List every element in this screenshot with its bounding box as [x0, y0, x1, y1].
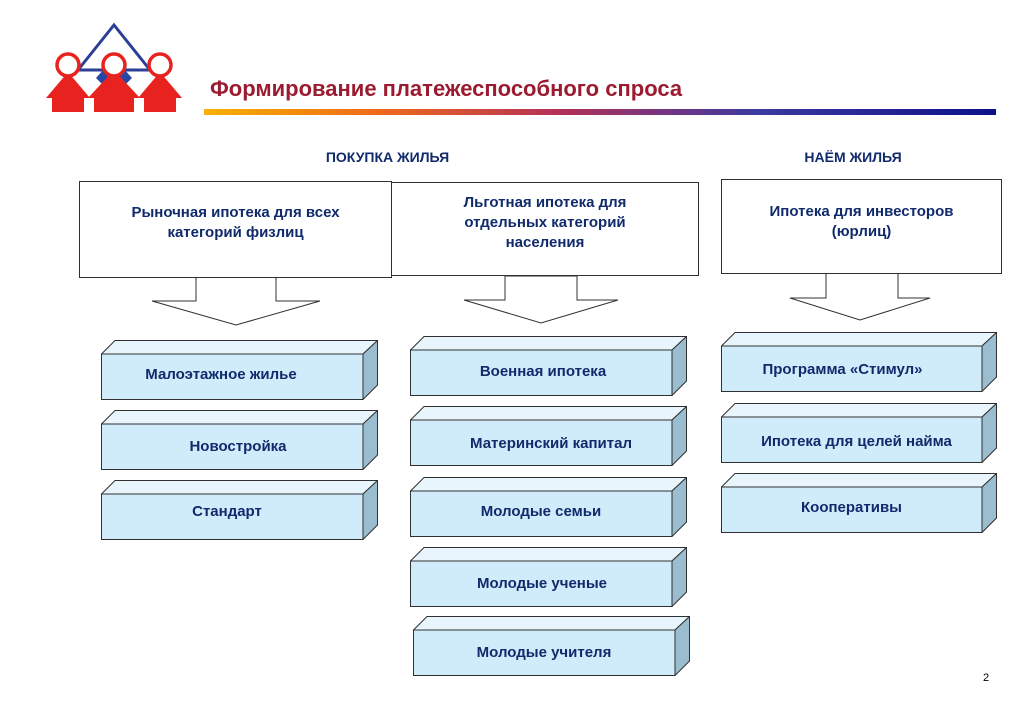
category-investor-mortgage: Ипотека для инвесторов (юрлиц) — [721, 179, 1002, 274]
program-box: Молодые учителя — [413, 616, 690, 676]
logo-circle-left — [55, 52, 81, 78]
category-preferential-line-1: Льготная ипотека для — [463, 194, 627, 211]
program-box: Молодые семьи — [410, 477, 687, 537]
prism-shape — [413, 616, 690, 676]
program-box: Молодые ученые — [410, 547, 687, 607]
prism-shape — [410, 336, 687, 396]
page-number: 2 — [983, 672, 990, 684]
program-young-teachers: Молодые учителя — [476, 644, 612, 661]
category-market-line-1: Рыночная ипотека для всех — [131, 204, 340, 221]
category-preferential-mortgage: Льготная ипотека для отдельных категорий… — [391, 182, 699, 276]
program-standard: Стандарт — [192, 503, 262, 520]
logo-house-middle — [88, 70, 140, 112]
program-new-building: Новостройка — [189, 438, 287, 455]
program-box: Стандарт — [101, 480, 378, 540]
logo-house-right — [138, 72, 182, 112]
category-market-line-2: категорий физлиц — [167, 224, 304, 241]
category-investor-line-1: Ипотека для инвесторов — [769, 203, 954, 220]
logo-circle-right — [147, 52, 173, 78]
prism-shape — [410, 406, 687, 466]
section-title-purchase: ПОКУПКА ЖИЛЬЯ — [325, 149, 450, 165]
category-preferential-line-3: населения — [505, 234, 585, 251]
program-low-rise-housing: Малоэтажное жилье — [145, 366, 297, 383]
logo — [46, 22, 182, 112]
program-maternity-capital: Материнский капитал — [470, 435, 632, 452]
page-title: Формирование платежеспособного спроса — [210, 76, 683, 101]
title-underline — [204, 109, 996, 115]
category-market-mortgage: Рыночная ипотека для всех категорий физл… — [79, 181, 392, 278]
program-box: Военная ипотека — [410, 336, 687, 396]
prism-shape — [101, 340, 378, 400]
program-young-scientists: Молодые ученые — [476, 575, 608, 592]
program-box: Ипотека для целей найма — [721, 403, 997, 463]
program-stimulus: Программа «Стимул» — [762, 361, 923, 378]
program-cooperatives: Кооперативы — [801, 499, 902, 516]
prism-shape — [410, 477, 687, 537]
program-young-families: Молодые семьи — [480, 503, 602, 520]
program-box: Малоэтажное жилье — [101, 340, 378, 400]
program-box: Кооперативы — [721, 473, 997, 533]
program-box: Новостройка — [101, 410, 378, 470]
category-investor-line-2: (юрлиц) — [831, 223, 892, 240]
prism-shape — [101, 410, 378, 470]
prism-shape — [721, 332, 997, 392]
program-military-mortgage: Военная ипотека — [479, 363, 607, 380]
logo-circle-middle — [101, 52, 127, 78]
program-rental-mortgage: Ипотека для целей найма — [761, 433, 952, 450]
arrow-preferential — [463, 275, 619, 324]
prism-shape — [721, 473, 997, 533]
prism-shape — [721, 403, 997, 463]
prism-shape — [410, 547, 687, 607]
program-box: Программа «Стимул» — [721, 332, 997, 392]
program-box: Материнский капитал — [410, 406, 687, 466]
prism-shape — [101, 480, 378, 540]
category-preferential-line-2: отдельных категорий — [464, 214, 626, 231]
section-title-rent: НАЁМ ЖИЛЬЯ — [804, 149, 902, 165]
logo-house-left — [46, 72, 90, 112]
arrow-investor — [789, 272, 931, 321]
arrow-market — [151, 276, 321, 326]
